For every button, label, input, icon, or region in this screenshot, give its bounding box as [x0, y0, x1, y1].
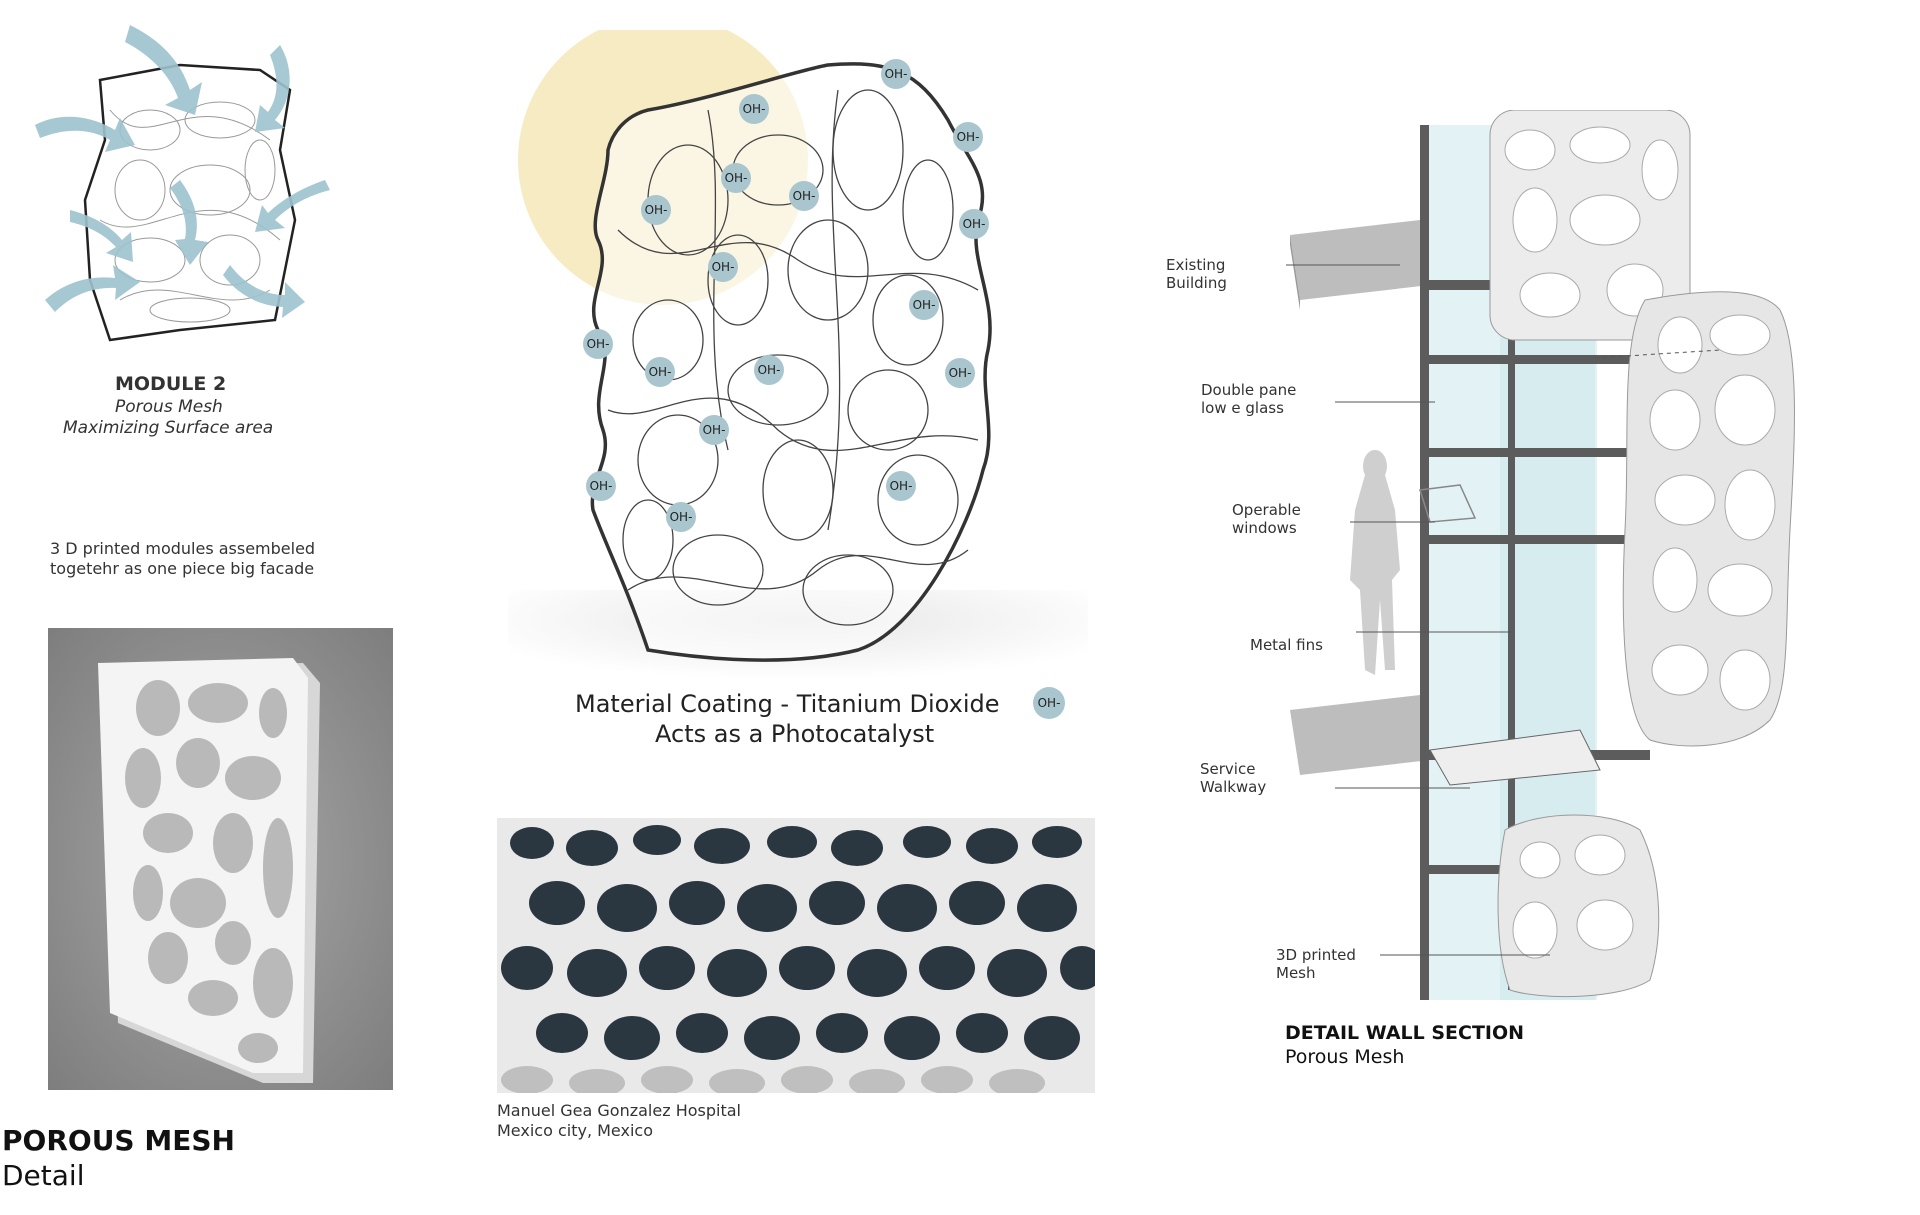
- label-existing-building-1: Existing: [1166, 256, 1226, 274]
- coating-caption-line-1: Material Coating - Titanium Dioxide: [575, 690, 1000, 718]
- module-subtitle-2: Maximizing Surface area: [63, 418, 274, 438]
- wall-section-subtitle: Porous Mesh: [1285, 1046, 1405, 1068]
- oh-label: OH-: [590, 479, 613, 493]
- coating-diagram: OH- OH- OH- OH- OH- OH- OH- OH- OH- OH- …: [478, 30, 1118, 690]
- label-mesh-1: 3D printed: [1276, 946, 1356, 964]
- oh-ion-markers: [583, 59, 989, 532]
- hospital-caption-line-1: Manuel Gea Gonzalez Hospital: [497, 1101, 741, 1120]
- oh-label: OH-: [703, 423, 726, 437]
- oh-label: OH-: [885, 67, 908, 81]
- oh-label: OH-: [949, 366, 972, 380]
- label-metal-fins: Metal fins: [1250, 636, 1323, 654]
- mesh-panel-bottom: [1497, 814, 1660, 998]
- hospital-facade-photo: [497, 818, 1095, 1093]
- oh-label: OH-: [649, 365, 672, 379]
- mesh-panel-middle: [1622, 291, 1795, 747]
- assembly-note-line-2: togetehr as one piece big facade: [50, 559, 315, 578]
- page-title: POROUS MESH: [2, 1124, 235, 1157]
- wall-section-diagram: [1280, 110, 1900, 1000]
- oh-label: OH-: [913, 298, 936, 312]
- coating-ion-badge-label: OH-: [1037, 696, 1061, 710]
- wall-section-title: DETAIL WALL SECTION: [1285, 1022, 1525, 1044]
- oh-label: OH-: [725, 171, 748, 185]
- oh-label: OH-: [645, 203, 668, 217]
- label-glass-1: Double pane: [1201, 381, 1297, 399]
- coating-caption-line-2: Acts as a Photocatalyst: [655, 720, 935, 748]
- oh-label: OH-: [670, 510, 693, 524]
- page-subtitle: Detail: [2, 1159, 85, 1192]
- oh-label: OH-: [963, 217, 986, 231]
- label-walkway-1: Service: [1200, 760, 1256, 778]
- module-render: [48, 628, 393, 1090]
- label-walkway-2: Walkway: [1200, 778, 1267, 796]
- assembly-note-line-1: 3 D printed modules assembeled: [50, 539, 316, 558]
- hospital-caption-line-2: Mexico city, Mexico: [497, 1121, 653, 1140]
- label-windows-1: Operable: [1232, 501, 1301, 519]
- oh-label: OH-: [587, 337, 610, 351]
- label-existing-building-2: Building: [1166, 274, 1227, 292]
- module-subtitle: Porous Mesh: [115, 397, 223, 417]
- oh-label: OH-: [743, 102, 766, 116]
- label-glass-2: low e glass: [1201, 399, 1284, 417]
- oh-label: OH-: [758, 363, 781, 377]
- label-mesh-2: Mesh: [1276, 964, 1316, 982]
- oh-label: OH-: [793, 189, 816, 203]
- oh-label: OH-: [712, 260, 735, 274]
- module-sketch: [30, 20, 340, 370]
- oh-label: OH-: [890, 479, 913, 493]
- oh-label: OH-: [957, 130, 980, 144]
- mesh-panel-top: [1489, 110, 1691, 341]
- label-windows-2: windows: [1232, 519, 1297, 537]
- module-title: MODULE 2: [115, 373, 227, 395]
- coating-ion-badge: OH-: [1033, 687, 1065, 719]
